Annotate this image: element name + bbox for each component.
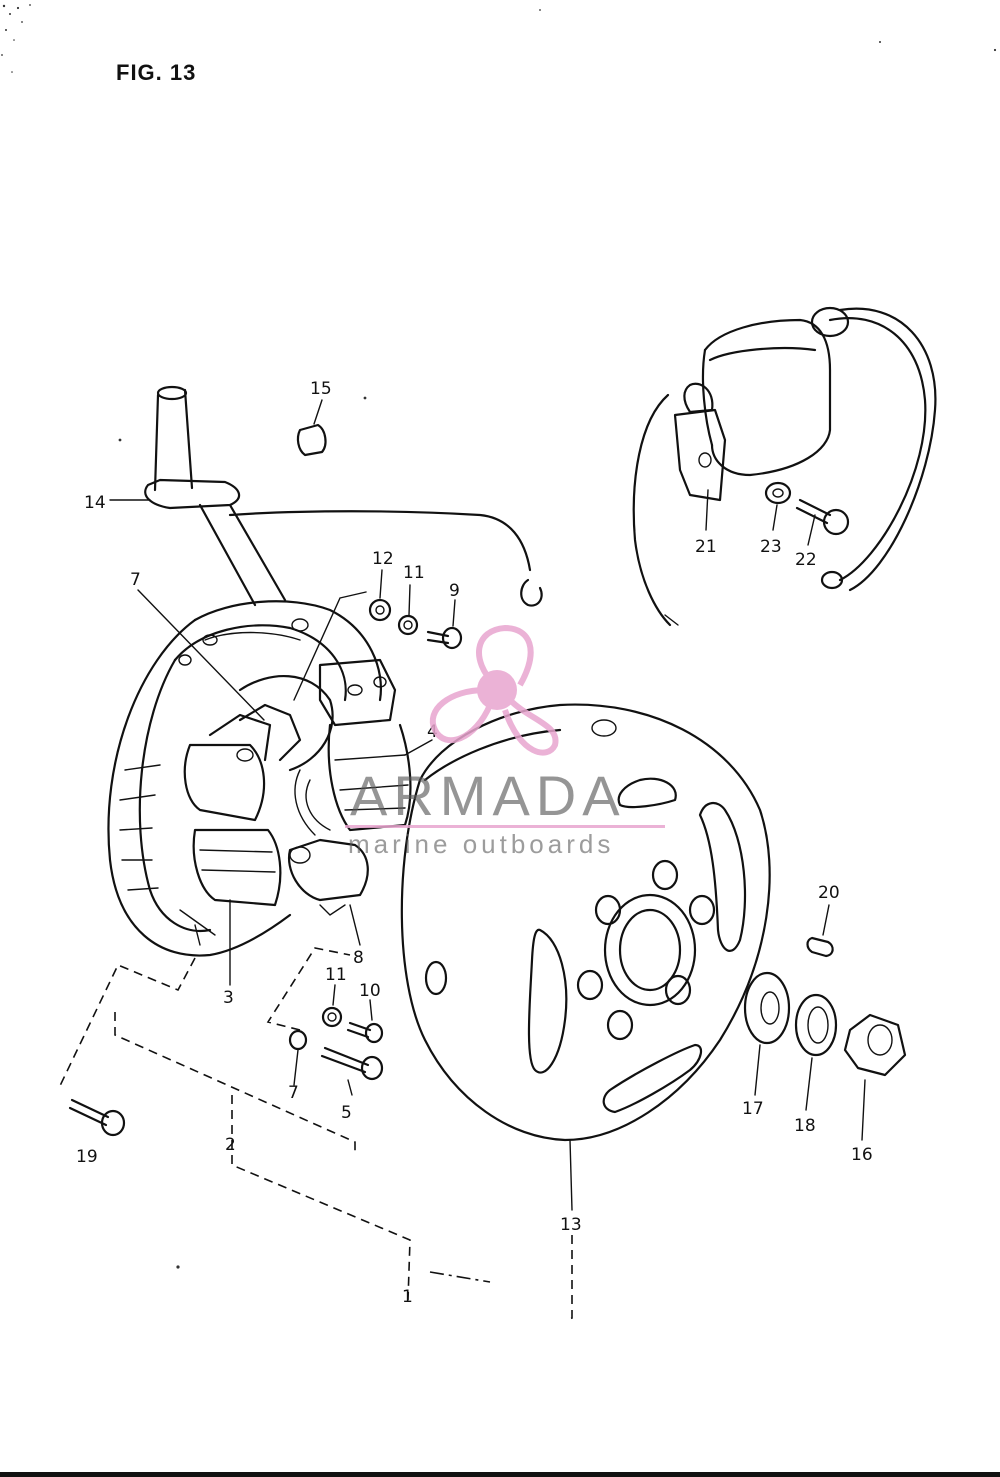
figure-title: FIG. 13: [116, 60, 197, 85]
cable-grommet: [144, 385, 543, 607]
washer-23: [764, 481, 792, 505]
washer-17: [743, 971, 791, 1045]
lighting-coil: [287, 838, 369, 916]
screw-10: [346, 1021, 384, 1044]
callout-2: 2: [225, 1135, 236, 1155]
callout-1: 1: [402, 1287, 413, 1307]
callout-9: 9: [449, 581, 460, 601]
lockwasher-11-bottom: [321, 1006, 343, 1028]
lockwasher-11-top: [397, 614, 419, 636]
washer-7: [288, 1029, 308, 1051]
callout-5: 5: [341, 1103, 352, 1123]
key-20: [806, 936, 834, 958]
watermark-rule: [345, 825, 665, 828]
group-brackets: [57, 947, 573, 1321]
callout-22: 22: [795, 550, 817, 570]
screw-19: [68, 1098, 126, 1137]
callout-11: 11: [403, 563, 425, 583]
callout-23: 23: [760, 537, 782, 557]
wiring: [294, 769, 331, 836]
clamp-15: [296, 423, 327, 457]
screw-9: [426, 626, 463, 650]
screw-22: [795, 498, 850, 536]
callout-12: 12: [372, 549, 394, 569]
callout-8: 8: [353, 948, 364, 968]
ignition-coil: [632, 306, 937, 627]
callout-21: 21: [695, 537, 717, 557]
pulser-coil: [183, 703, 302, 907]
callout-11-lower: 11: [325, 965, 347, 985]
callout-14: 14: [84, 493, 106, 513]
callout-4: 4: [427, 722, 438, 742]
page-bottom-border: [0, 1472, 1000, 1477]
washer-12: [368, 598, 392, 622]
callout-15: 15: [310, 379, 332, 399]
nut-16: [843, 1013, 907, 1077]
watermark-brand: ARMADA: [350, 764, 626, 827]
callout-20: 20: [818, 883, 840, 903]
callout-10: 10: [359, 981, 381, 1001]
scan-noise: [1, 4, 997, 1269]
callout-18: 18: [794, 1116, 816, 1136]
callout-13: 13: [560, 1215, 582, 1235]
lockwasher-18: [794, 993, 838, 1057]
flywheel: [400, 703, 771, 1142]
screw-5: [320, 1046, 384, 1081]
callout-17: 17: [742, 1099, 764, 1119]
propeller-icon: [430, 624, 559, 756]
callout-labels: 15 14 7 12 11 9 4 8 3 11 10 7 5 19 2 1 1…: [76, 379, 873, 1307]
stator-plate: [107, 600, 382, 957]
callout-19: 19: [76, 1147, 98, 1167]
callout-7: 7: [130, 570, 141, 590]
watermark-tagline: marine outboards: [348, 829, 614, 859]
callout-7-lower: 7: [288, 1083, 299, 1103]
leader-lines: [109, 399, 866, 1211]
callout-16: 16: [851, 1145, 873, 1165]
callout-3: 3: [223, 988, 234, 1008]
watermark-logo: ARMADA marine outboards: [345, 624, 665, 859]
propeller-hub: [477, 670, 517, 710]
